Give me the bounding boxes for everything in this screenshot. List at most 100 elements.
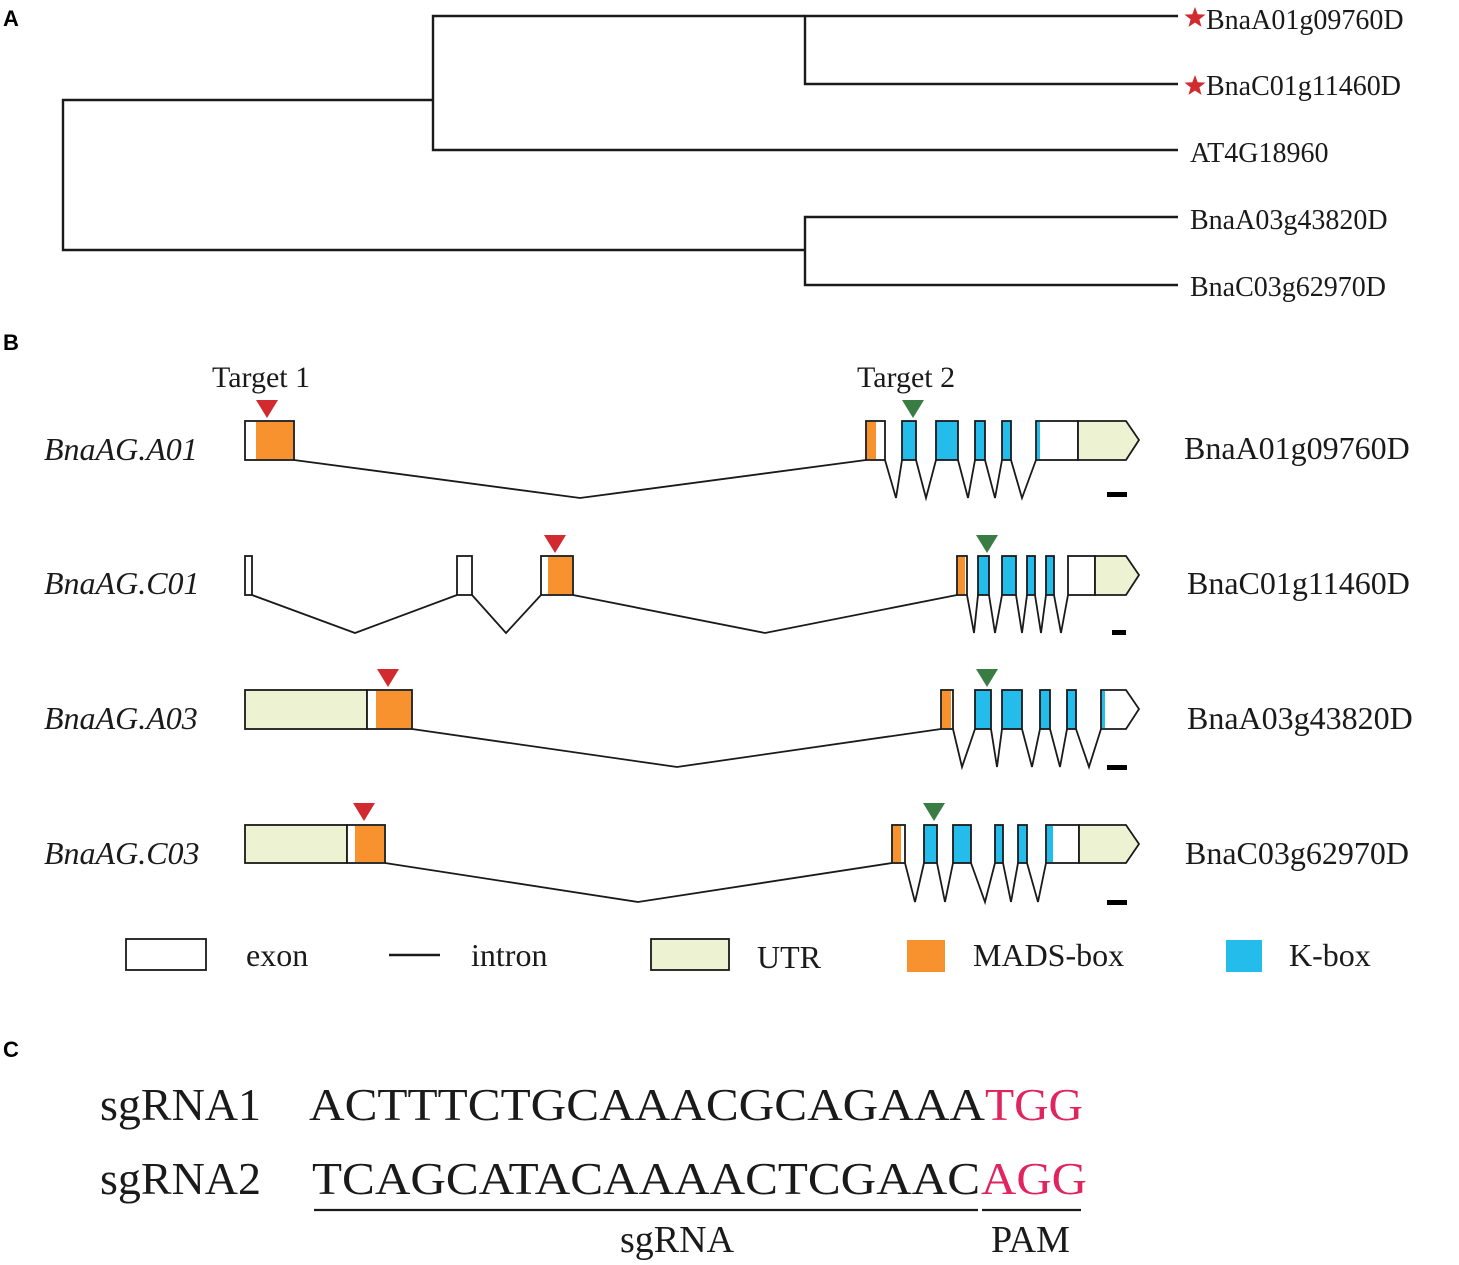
target-1-marker-icon <box>256 400 278 418</box>
legend-intron-label: intron <box>471 937 547 973</box>
k-box-domain <box>1001 555 1017 596</box>
intron-line <box>952 728 976 771</box>
intron-line <box>1034 594 1047 634</box>
intron-line <box>572 594 958 634</box>
sgrna-sequence: TCAGCATACAAAACTCGAAC <box>312 1153 980 1204</box>
gene-structure-a01: BnaAG.A01 BnaA01g09760D <box>44 400 1410 502</box>
exon-box <box>1067 555 1096 596</box>
exon-box <box>1035 420 1079 461</box>
sgrna-sequence: ACTTTCTGCAAACGCAGAAA <box>309 1079 985 1130</box>
sgrna-label: sgRNA1 <box>100 1079 261 1130</box>
mads-box-domain <box>376 691 411 728</box>
mads-box-domain <box>355 826 384 862</box>
k-box-domain <box>952 824 972 864</box>
tree-leaf-label: BnaC01g11460D <box>1206 71 1401 102</box>
exon-box <box>244 555 253 596</box>
intron-line <box>384 862 893 903</box>
pam-sequence: AGG <box>981 1153 1087 1204</box>
utr-region <box>244 824 348 864</box>
tree-leaf-label: BnaC03g62970D <box>1190 272 1386 303</box>
target-1-marker-icon <box>353 803 375 821</box>
tree-root-branch <box>61 98 805 252</box>
intron-line <box>884 459 903 499</box>
scale-bar <box>1107 492 1127 497</box>
intron-line <box>984 459 1003 499</box>
gene-structure-c03: BnaAG.C03 BnaC03g62970D <box>44 803 1409 906</box>
star-icon <box>1184 7 1206 27</box>
gene-structure-c01: BnaAG.C01 BnaC01g11460D <box>44 535 1410 635</box>
k-box-domain <box>1066 689 1077 730</box>
star-icon <box>1184 75 1206 95</box>
k-box-domain <box>901 420 917 461</box>
target-1-marker-icon <box>544 535 566 553</box>
k-box-domain <box>1001 689 1023 730</box>
k-box-domain <box>1037 422 1040 459</box>
mads-box-domain <box>942 691 951 728</box>
intron-line <box>293 459 867 499</box>
gene-name: BnaAG.C03 <box>44 835 200 871</box>
gene-id: BnaA03g43820D <box>1187 700 1413 736</box>
k-box-domain <box>1017 824 1028 864</box>
target-2-marker-icon <box>976 535 998 553</box>
tree-leaf-label: BnaA01g09760D <box>1206 5 1404 36</box>
target-1-marker-icon <box>377 669 399 687</box>
tree-leaf-label: BnaA03g43820D <box>1190 205 1388 236</box>
intron-line <box>915 459 937 502</box>
mads-box-domain <box>548 557 572 594</box>
intron-line <box>1075 728 1102 770</box>
intron-line <box>1053 594 1069 634</box>
target-2-marker-icon <box>923 803 945 821</box>
gene-id: BnaC03g62970D <box>1185 835 1409 871</box>
intron-line <box>990 728 1003 768</box>
k-box-domain <box>935 420 959 461</box>
gene-structure-a03: BnaAG.A03 BnaA03g43820D <box>44 669 1413 771</box>
intron-line <box>1015 594 1028 634</box>
legend: exon intron UTR MADS-box K-box <box>125 937 1371 975</box>
intron-line <box>1010 459 1037 501</box>
panel-label-c: C <box>3 1037 19 1062</box>
utr-region <box>1094 555 1141 596</box>
sgrna-label: sgRNA2 <box>100 1153 261 1204</box>
mads-box-domain <box>256 422 293 459</box>
pam-sequence: TGG <box>985 1079 1083 1130</box>
k-box-domain <box>1047 826 1053 862</box>
intron-line <box>966 594 979 634</box>
exon-box <box>1100 689 1141 730</box>
k-box-domain <box>974 420 986 461</box>
k-box-domain <box>1102 691 1105 728</box>
k-box-domain <box>1001 420 1012 461</box>
scale-bar <box>1107 900 1127 905</box>
mads-box-domain <box>958 557 965 594</box>
k-box-domain <box>923 824 938 864</box>
intron-line <box>904 862 925 903</box>
target-2-marker-icon <box>902 400 924 418</box>
target-2-label: Target 2 <box>857 361 955 394</box>
tree-leaf-label: AT4G18960 <box>1190 138 1328 169</box>
intron-line <box>411 728 942 768</box>
k-box-domain <box>974 689 992 730</box>
sgrna-caption: sgRNA <box>620 1219 735 1261</box>
intron-line <box>988 594 1003 634</box>
gene-name: BnaAG.C01 <box>44 565 200 601</box>
intron-line <box>970 862 996 906</box>
legend-exon-label: exon <box>246 937 308 973</box>
intron-line <box>957 459 976 499</box>
intron-line <box>936 862 954 903</box>
tree-clade-1a-branch <box>803 14 1178 86</box>
intron-line <box>471 594 542 635</box>
intron-line <box>1026 862 1047 903</box>
utr-region <box>244 689 368 730</box>
gene-id: BnaA01g09760D <box>1184 430 1410 466</box>
panel-label-b: B <box>3 330 19 355</box>
pam-caption: PAM <box>991 1219 1070 1261</box>
legend-utr-label: UTR <box>757 939 822 975</box>
target-2-marker-icon <box>976 669 998 687</box>
panel-label-a: A <box>3 6 19 31</box>
utr-region <box>1077 420 1141 461</box>
mads-box-domain <box>893 826 901 862</box>
legend-mads-box-label: MADS-box <box>973 937 1124 973</box>
target-1-label: Target 1 <box>212 361 310 394</box>
sgrna-sequences: sgRNA1 ACTTTCTGCAAACGCAGAAA TGG sgRNA2 T… <box>100 1079 1087 1261</box>
intron-line <box>251 594 458 634</box>
